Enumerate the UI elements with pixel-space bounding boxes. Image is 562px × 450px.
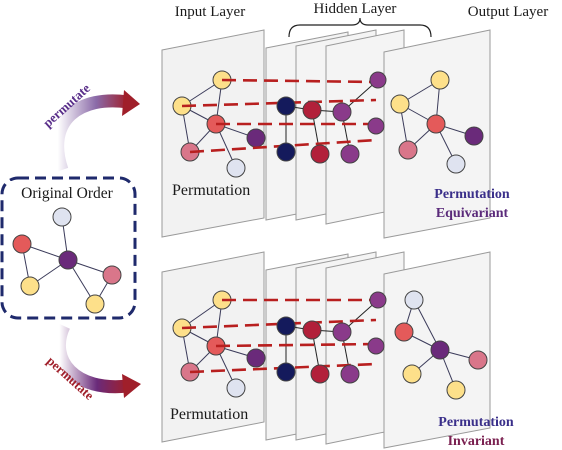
input-layer-label: Input Layer xyxy=(175,4,245,20)
node-icon xyxy=(390,94,410,114)
node-icon xyxy=(85,294,105,314)
output-layer-label: Output Layer xyxy=(468,4,548,20)
node-icon xyxy=(276,362,296,382)
permutation-label-top: Permutation xyxy=(172,182,250,199)
node-icon xyxy=(310,364,330,384)
invariant-title-line2: Invariant xyxy=(448,434,505,449)
original-order-box: Original Order xyxy=(0,176,137,320)
hidden-layer-label: Hidden Layer xyxy=(314,1,397,17)
permutation-label-bottom: Permutation xyxy=(170,406,248,423)
node-icon xyxy=(369,291,387,309)
node-icon xyxy=(402,364,422,384)
node-icon xyxy=(246,348,266,368)
node-icon xyxy=(226,158,246,178)
hidden-layer-brace xyxy=(288,17,432,38)
equivariant-title-line1: Permutation xyxy=(434,187,510,202)
permutate-arrow-top: permutate xyxy=(40,80,140,173)
node-icon xyxy=(398,140,418,160)
output-layer-panel xyxy=(383,29,491,239)
node-icon xyxy=(464,126,484,146)
node-icon xyxy=(404,290,424,310)
node-icon xyxy=(369,71,387,89)
node-icon xyxy=(426,114,446,134)
node-icon xyxy=(12,234,32,254)
node-icon xyxy=(226,378,246,398)
node-icon xyxy=(367,117,385,135)
node-icon xyxy=(52,207,72,227)
node-icon xyxy=(446,380,466,400)
node-icon xyxy=(430,340,450,360)
node-icon xyxy=(276,96,296,116)
node-icon xyxy=(58,250,78,270)
node-icon xyxy=(367,337,385,355)
node-icon xyxy=(102,265,122,285)
node-icon xyxy=(246,128,266,148)
input-layer-panel xyxy=(161,29,265,238)
permutate-arrow-bottom: permutate xyxy=(44,323,141,403)
node-icon xyxy=(430,70,450,90)
invariant-title-line1: Permutation xyxy=(438,415,514,430)
node-icon xyxy=(468,350,488,370)
node-icon xyxy=(340,144,360,164)
node-icon xyxy=(20,276,40,296)
node-icon xyxy=(302,100,322,120)
node-icon xyxy=(394,322,414,342)
node-icon xyxy=(302,320,322,340)
equivariant-row: Permutation xyxy=(161,29,510,239)
node-icon xyxy=(446,154,466,174)
node-icon xyxy=(340,364,360,384)
original-order-label: Original Order xyxy=(21,185,114,202)
node-icon xyxy=(276,316,296,336)
equivariant-title-line2: Equivariant xyxy=(436,206,509,221)
invariant-row: Permutation xyxy=(161,251,514,449)
node-icon xyxy=(276,142,296,162)
node-icon xyxy=(332,322,352,342)
node-icon xyxy=(332,102,352,122)
node-icon xyxy=(310,144,330,164)
